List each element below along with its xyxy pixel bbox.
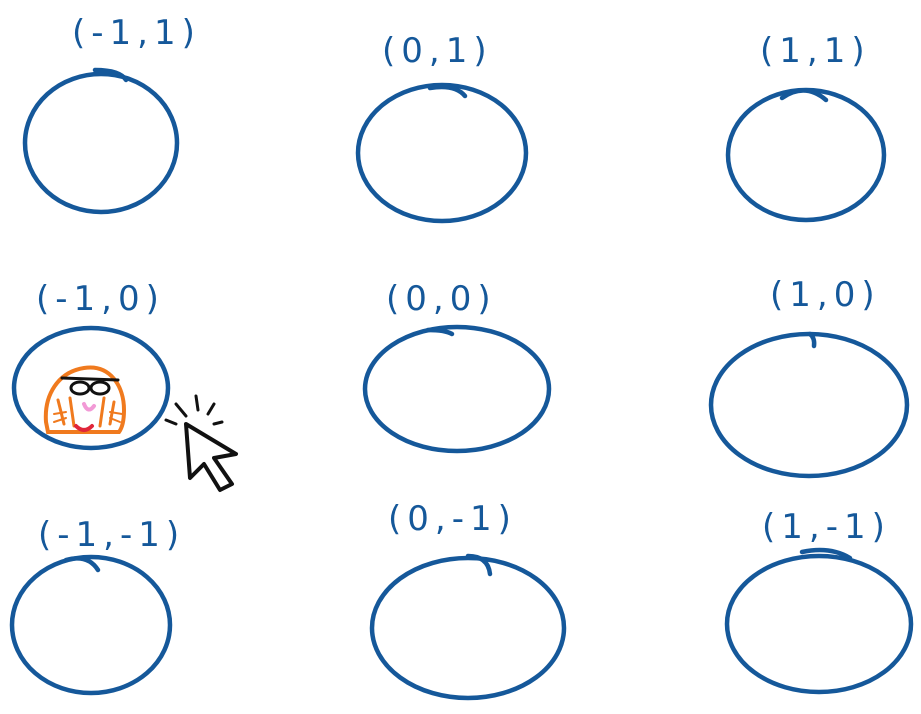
hole-outline	[362, 324, 552, 454]
hole-minus1-minus1[interactable]: (-1,-1)	[9, 515, 185, 696]
hole-outline-stroke	[807, 331, 817, 349]
hole-outline	[355, 82, 529, 224]
hole-outline	[22, 71, 180, 215]
hole-0-minus1[interactable]: (0,-1)	[369, 499, 567, 701]
hole-0-1[interactable]: (0,1)	[355, 31, 529, 224]
hole-0-0[interactable]: (0,0)	[362, 279, 552, 454]
hole-outline-stroke	[465, 553, 493, 577]
hole-outline	[11, 325, 171, 451]
hole-label: (0,-1)	[388, 499, 517, 539]
hole-minus1-0[interactable]: (-1,0)	[11, 279, 171, 451]
hole-outline-stroke	[779, 88, 829, 103]
mole-with-sunglasses-icon[interactable]	[43, 365, 127, 434]
hole-label: (1,1)	[760, 31, 871, 71]
hole-outline	[725, 87, 887, 223]
hole-outline-stroke	[92, 67, 129, 83]
hole-outline-stroke	[427, 84, 468, 99]
hole-label: (-1,-1)	[38, 515, 185, 555]
hole-label: (1,-1)	[762, 507, 891, 547]
hole-outline	[9, 554, 173, 696]
hole-1-1[interactable]: (1,1)	[725, 31, 887, 223]
hole-outline	[724, 553, 914, 695]
hole-label: (0,0)	[386, 279, 497, 319]
hole-outline	[369, 555, 567, 701]
hole-minus1-1[interactable]: (-1,1)	[22, 13, 201, 215]
hole-label: (0,1)	[382, 31, 493, 71]
hole-outline-stroke	[425, 327, 455, 337]
hole-1-0[interactable]: (1,0)	[708, 275, 910, 479]
mouse-pointer-click-icon	[164, 394, 238, 492]
hole-outline-stroke	[799, 547, 853, 561]
hole-label: (-1,0)	[36, 279, 165, 319]
hole-label: (1,0)	[770, 275, 881, 315]
hole-outline	[708, 331, 910, 479]
hole-1-minus1[interactable]: (1,-1)	[724, 507, 914, 695]
hole-label: (-1,1)	[72, 13, 201, 53]
hole-outline-stroke	[63, 556, 101, 573]
